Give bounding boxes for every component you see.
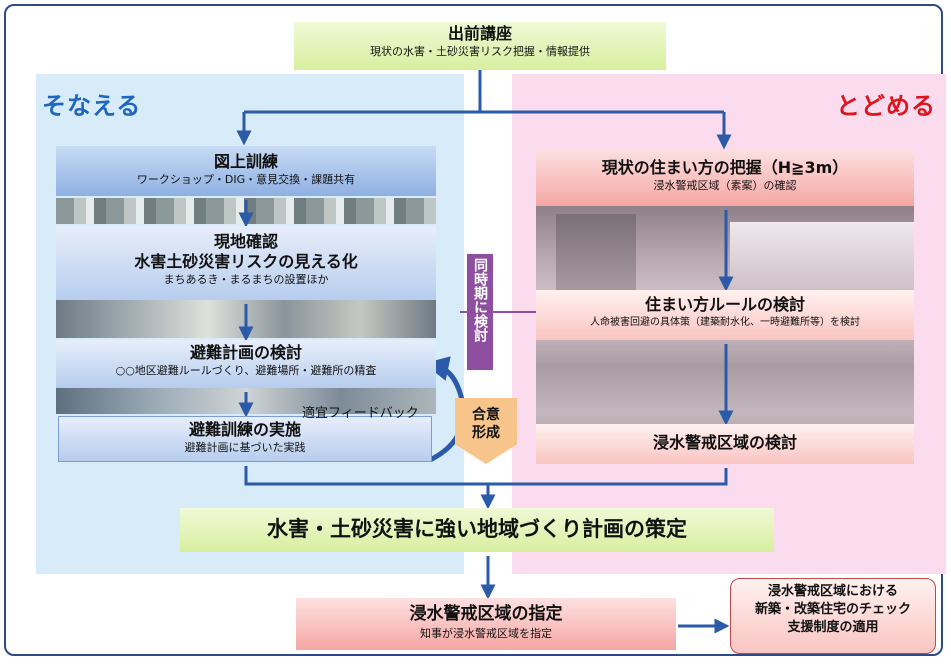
arrow-merge-left [244, 466, 488, 486]
keikai-kento-box: 浸水警戒区域の検討 [536, 424, 914, 464]
right-panel-title: とどめる [836, 92, 936, 120]
doujiki-tag: 同時期に検討 [467, 254, 493, 370]
zujo-sub: ワークショップ・DIG・意見交換・課題共有 [136, 173, 356, 186]
rule-sub: 人命被害回避の具体策（建築耐水化、一時避難所等）を検討 [590, 317, 860, 328]
shitei-title: 浸水警戒区域の指定 [409, 604, 563, 624]
left-panel-title: そなえる [42, 92, 142, 120]
feedback-label: 適宜フィードバック [302, 406, 419, 421]
sakutei-box: 水害・土砂災害に強い地域づくり計画の策定 [180, 508, 774, 552]
zujo-title: 図上訓練 [213, 152, 278, 171]
arrow-merge-right [488, 468, 728, 486]
rule-title: 住まい方ルールの検討 [644, 295, 805, 314]
genjo-sub: 浸水警戒区域（素案）の確認 [653, 179, 797, 192]
shitei-box: 浸水警戒区域の指定 知事が浸水警戒区域を指定 [296, 598, 676, 650]
hinan-kunren-title: 避難訓練の実施 [188, 420, 301, 439]
street-photo-wall [730, 222, 914, 292]
hinan-kunren-box: 避難訓練の実施 避難計画に基づいた実践 [58, 416, 432, 462]
demae-title: 出前講座 [447, 24, 512, 43]
hinan-keikaku-sub: ○○地区避難ルールづくり、避難場所・避難所の精査 [115, 364, 377, 377]
genjo-box: 現状の住まい方の把握（H≧3m） 浸水警戒区域（素案）の確認 [536, 150, 914, 206]
genjo-title: 現状の住まい方の把握（H≧3m） [601, 158, 849, 177]
hinan-kunren-sub: 避難計画に基づいた実践 [184, 441, 306, 454]
zujo-box: 図上訓練 ワークショップ・DIG・意見交換・課題共有 [56, 146, 436, 196]
rule-box: 住まい方ルールの検討 人命被害回避の具体策（建築耐水化、一時避難所等）を検討 [536, 290, 914, 340]
check-line2: 新築・改築住宅のチェック [754, 602, 911, 617]
hinan-keikaku-title: 避難計画の検討 [189, 343, 302, 362]
keikai-kento-title: 浸水警戒区域の検討 [652, 433, 797, 452]
check-box: 浸水警戒区域における 新築・改築住宅のチェック 支援制度の適用 [730, 578, 936, 654]
shitei-sub: 知事が浸水警戒区域を指定 [420, 627, 552, 640]
doujiki-text: 同時期に検討 [472, 258, 488, 342]
check-line1: 浸水警戒区域における [767, 584, 898, 599]
genchi-box: 現地確認 水害土砂災害リスクの見える化 まちあるき・まるまちの設置ほか [56, 226, 436, 300]
street-photo-house [556, 214, 636, 290]
genchi-title1: 現地確認 [213, 232, 278, 251]
genchi-title2: 水害土砂災害リスクの見える化 [134, 252, 358, 271]
hinan-keikaku-box: 避難計画の検討 ○○地区避難ルールづくり、避難場所・避難所の精査 [56, 340, 436, 388]
demae-sub: 現状の水害・土砂災害リスク把握・情報提供 [370, 45, 590, 58]
goui-text: 合意形成 [472, 407, 500, 441]
demae-box: 出前講座 現状の水害・土砂災害リスク把握・情報提供 [294, 22, 666, 70]
genchi-sub: まちあるき・まるまちの設置ほか [163, 273, 329, 286]
sakutei-title: 水害・土砂災害に強い地域づくり計画の策定 [267, 517, 687, 541]
check-line3: 支援制度の適用 [787, 620, 879, 635]
